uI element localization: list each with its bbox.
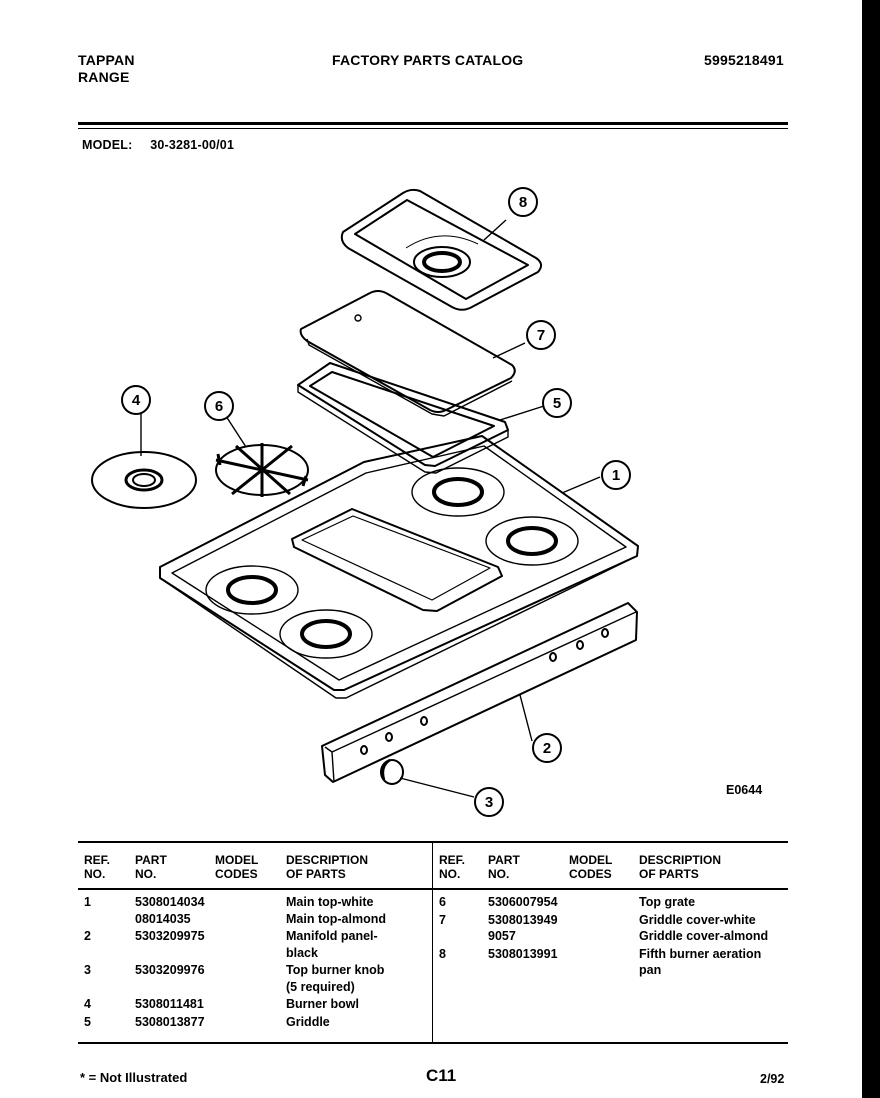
callout-circles [121, 187, 631, 817]
scan-edge-bar [862, 0, 880, 1098]
table-row-left-0-part: 5308014034 08014035 [135, 895, 205, 926]
brand-block: TAPPAN RANGE [78, 52, 135, 86]
table-header-rule [78, 888, 788, 890]
table-divider [432, 843, 433, 1042]
column-header-desc-left: DESCRIPTION OF PARTS [286, 853, 369, 881]
table-row-right-1-ref: 7 [439, 912, 446, 927]
table-row-left-0-ref: 1 [84, 895, 91, 909]
table-row-right-2-ref: 8 [439, 946, 446, 961]
callout-7: 7 [537, 327, 545, 344]
table-row-left-3-desc: Burner bowl [286, 997, 359, 1011]
griddle-cover-drawing [299, 290, 516, 417]
table-row-left-4-part: 5308013877 [135, 1014, 205, 1029]
figure-code: E0644 [726, 783, 762, 797]
callout-4: 4 [132, 392, 141, 409]
callout-8: 8 [519, 194, 527, 211]
table-row-left-1-desc: Manifold panel- black [286, 929, 378, 960]
brand-name: TAPPAN [78, 52, 135, 68]
column-header-ref-right: REF. NO. [439, 853, 466, 881]
top-grate-drawing [215, 443, 309, 497]
page-number: C11 [426, 1066, 457, 1085]
model-value: 30-3281-00/01 [150, 138, 235, 152]
table-row-left-2-part: 5303209976 [135, 963, 205, 977]
table-row-left-2-desc: Top burner knob (5 required) [286, 963, 385, 994]
model-label: MODEL: [82, 138, 133, 152]
table-row-right-0-part: 5306007954 [488, 895, 558, 909]
table-bottom-rule [78, 1042, 788, 1044]
header-rule-thin [78, 128, 788, 129]
catalog-title: FACTORY PARTS CATALOG [332, 52, 524, 68]
column-header-part-right: PART NO. [488, 853, 520, 881]
table-row-left-4-desc: Griddle [286, 1014, 330, 1029]
model-line: MODEL: 30-3281-00/01 [82, 138, 234, 152]
callout-5: 5 [553, 395, 561, 412]
table-row-right-1-desc: Griddle cover-white Griddle cover-almond [639, 912, 769, 944]
not-illustrated-note: * = Not Illustrated [80, 1070, 188, 1085]
column-header-codes-left: MODEL CODES [215, 853, 259, 881]
column-header-part-left: PART NO. [135, 853, 167, 881]
table-row-left-4-ref: 5 [84, 1014, 91, 1029]
column-header-ref-left: REF. NO. [84, 853, 111, 881]
table-row-left-2-ref: 3 [84, 963, 91, 977]
column-header-desc-right: DESCRIPTION OF PARTS [639, 853, 722, 881]
product-type: RANGE [78, 69, 130, 85]
catalog-number: 5995218491 [704, 52, 784, 68]
table-row-right-2-desc: Fifth burner aeration pan [639, 946, 762, 978]
table-row-right-2-part: 5308013991 [488, 946, 558, 961]
table-row-right-1-part: 5308013949 9057 [488, 912, 558, 944]
table-row-left-0-desc: Main top-white Main top-almond [286, 895, 386, 926]
table-row-left-1-part: 5303209975 [135, 929, 205, 943]
burner-knob-drawing [380, 758, 404, 785]
header-rule-thick [78, 122, 788, 125]
revision-date: 2/92 [760, 1072, 785, 1086]
manifold-panel-drawing [321, 602, 638, 783]
leader-lines [140, 219, 601, 798]
callout-2: 2 [543, 740, 551, 757]
exploded-parts-diagram: 8 7 5 1 4 6 2 3 E0644 [91, 187, 762, 817]
burner-bowl-drawing [91, 451, 197, 509]
griddle-drawing [297, 362, 509, 474]
column-header-codes-right: MODEL CODES [569, 853, 613, 881]
table-top-rule [78, 841, 788, 843]
main-top-drawing [159, 435, 639, 699]
table-row-left-1-ref: 2 [84, 929, 91, 943]
table-row-right-0-ref: 6 [439, 895, 446, 909]
table-row-left-3-ref: 4 [84, 997, 91, 1011]
callout-1: 1 [612, 467, 620, 484]
aeration-pan-drawing [340, 188, 542, 311]
table-row-left-3-part: 5308011481 [135, 997, 204, 1011]
callout-3: 3 [485, 794, 493, 811]
callout-6: 6 [215, 398, 223, 415]
table-row-right-0-desc: Top grate [639, 895, 696, 909]
